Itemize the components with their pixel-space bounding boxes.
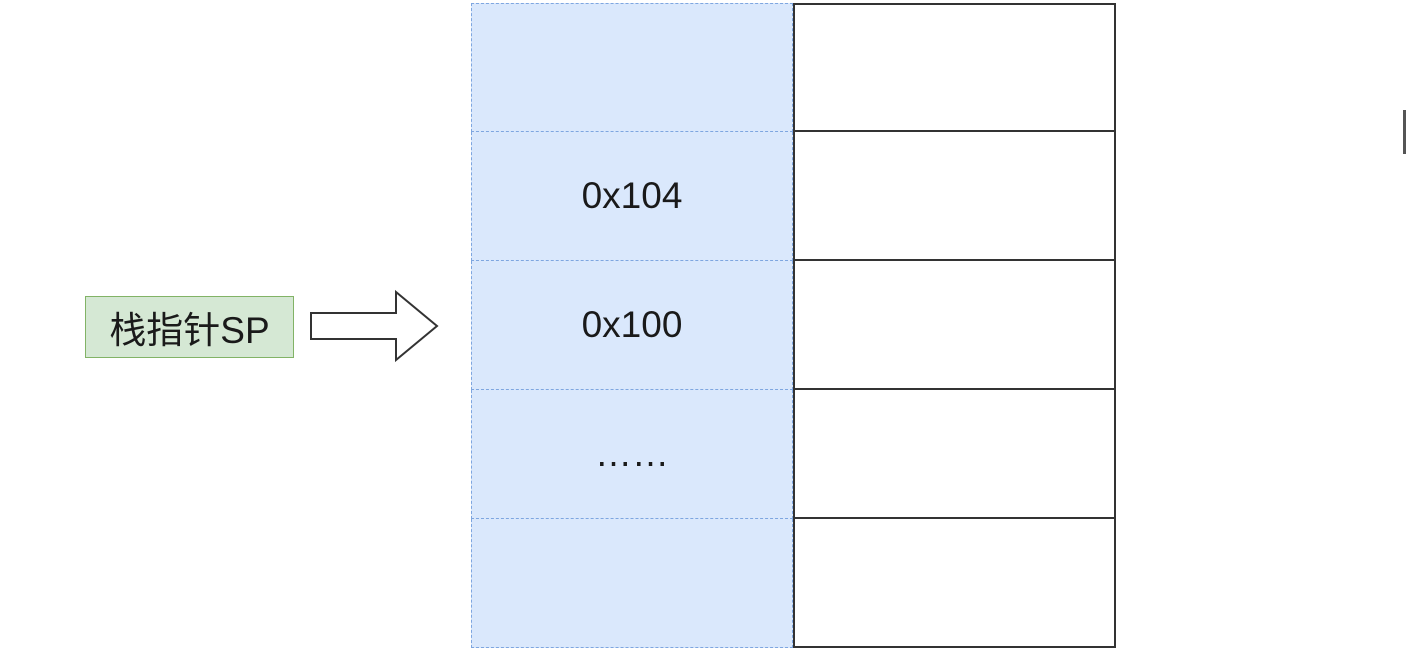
address-cell: 0x104	[471, 132, 793, 261]
value-cell	[793, 132, 1116, 261]
stack-row	[471, 3, 1116, 132]
pointer-arrow-icon	[310, 289, 439, 363]
stack-pointer-label: 栈指针SP	[85, 296, 294, 358]
value-cell	[793, 390, 1116, 519]
stack-row: 0x104	[471, 132, 1116, 261]
stack-memory: 0x104 0x100 ……	[471, 3, 1116, 648]
value-cell	[793, 261, 1116, 390]
address-cell: ……	[471, 390, 793, 519]
address-cell: 0x100	[471, 261, 793, 390]
edge-mark	[1403, 110, 1406, 154]
address-cell	[471, 3, 793, 132]
stack-row	[471, 519, 1116, 648]
value-cell	[793, 3, 1116, 132]
value-cell	[793, 519, 1116, 648]
stack-row: 0x100	[471, 261, 1116, 390]
address-cell	[471, 519, 793, 648]
stack-row: ……	[471, 390, 1116, 519]
